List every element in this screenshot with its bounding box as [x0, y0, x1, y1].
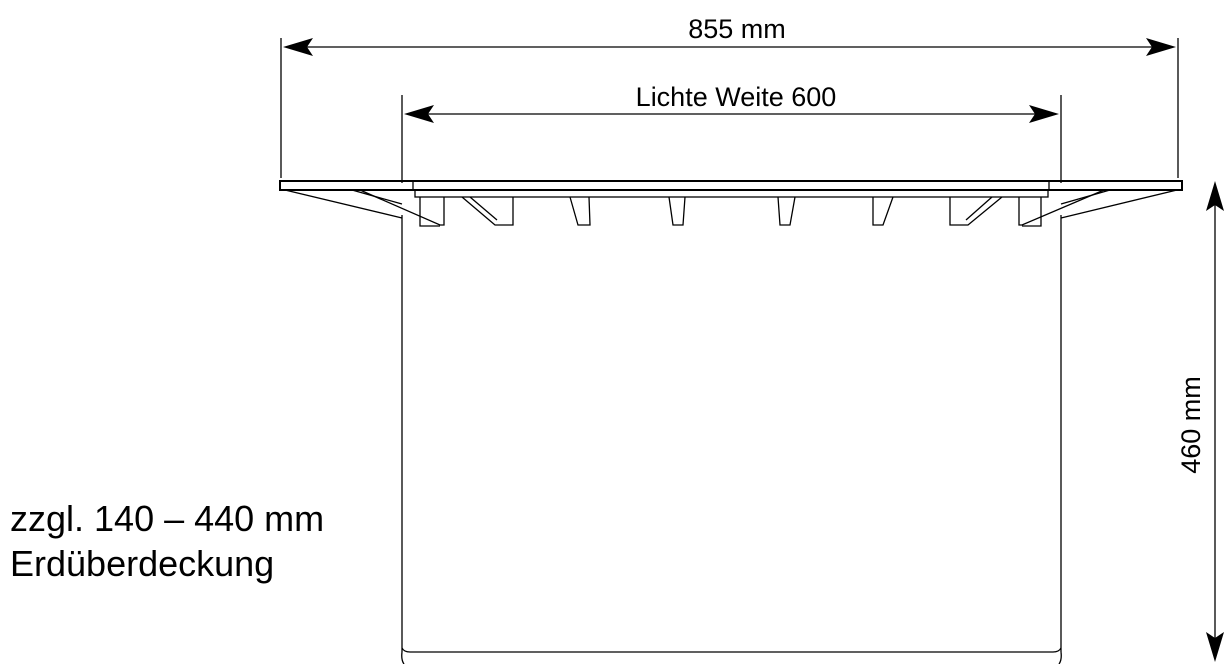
- cover-frame: [279, 180, 1183, 227]
- arrowhead-bottom-height: [1206, 632, 1224, 662]
- arrowhead-right-overall: [1146, 38, 1176, 56]
- arrowhead-top-height: [1206, 181, 1224, 211]
- clear-width-dimension: Lichte Weite 600: [401, 82, 1062, 183]
- earth-cover-note-line1: zzgl. 140 – 440 mm: [10, 498, 324, 539]
- clear-width-label: Lichte Weite 600: [636, 82, 837, 112]
- height-dimension: 460 mm: [1176, 181, 1224, 662]
- cover-ribs: [461, 196, 1003, 226]
- cover-lid: [414, 189, 1049, 198]
- height-label: 460 mm: [1176, 376, 1206, 474]
- arrowhead-left-overall: [283, 38, 313, 56]
- frame-plate: [279, 180, 1183, 191]
- arrowhead-left-clear: [404, 105, 434, 123]
- earth-cover-note-line2: Erdüberdeckung: [10, 543, 274, 584]
- arrowhead-right-clear: [1029, 105, 1059, 123]
- shaft-body: [401, 215, 1062, 664]
- earth-cover-note: zzgl. 140 – 440 mm Erdüberdeckung: [10, 498, 324, 584]
- overall-width-label: 855 mm: [688, 14, 786, 44]
- overall-width-dimension: 855 mm: [280, 14, 1179, 178]
